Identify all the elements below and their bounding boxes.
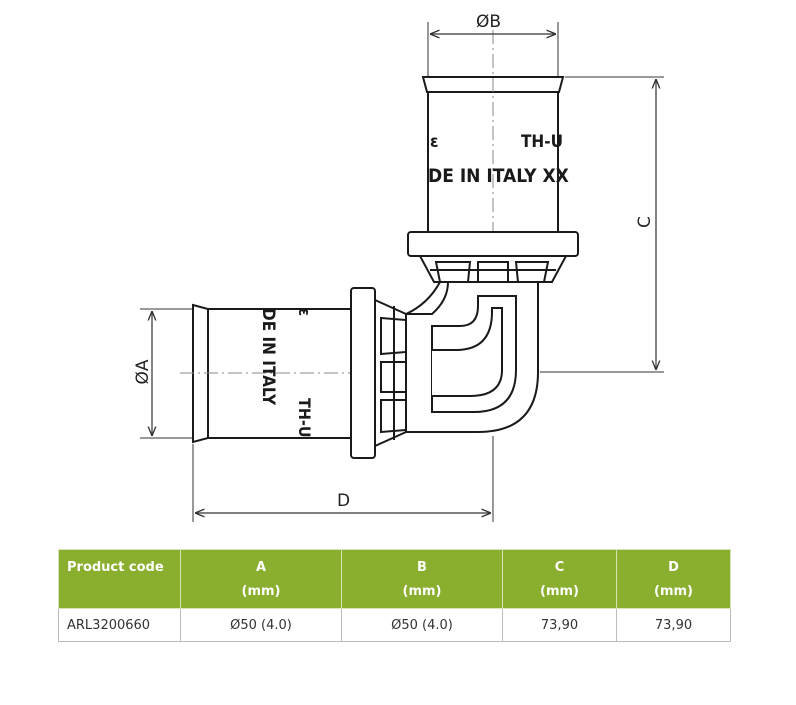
- pipe-print-h-line2: TH-U: [295, 398, 314, 438]
- cell-a: Ø50 (4.0): [180, 608, 342, 642]
- product-spec-table: Product code A (mm) B (mm) C (mm) D (mm)…: [58, 549, 731, 642]
- header-d: D (mm): [616, 549, 731, 609]
- horizontal-press-collar: [350, 287, 407, 459]
- dimension-d-label: D: [337, 491, 350, 511]
- horizontal-pipe-markings: DE IN ITALY TH-U ε: [258, 308, 314, 438]
- cell-d: 73,90: [616, 608, 731, 642]
- vertical-press-collar: [407, 231, 579, 283]
- dimension-a-label: ØA: [133, 359, 153, 384]
- pipe-print-fragment: ε: [430, 132, 439, 152]
- dimension-b-label: ØB: [476, 12, 501, 32]
- pipe-print-h-line1: DE IN ITALY: [258, 308, 278, 406]
- pipe-print-line1: TH-U: [521, 132, 563, 152]
- elbow-body: [405, 281, 539, 433]
- technical-drawing: TH-U ε DE IN ITALY XX DE IN ITALY TH-U ε: [133, 12, 664, 522]
- header-a: A (mm): [180, 549, 342, 609]
- pipe-print-line2: DE IN ITALY XX: [428, 165, 569, 187]
- table-row: ARL3200660 Ø50 (4.0) Ø50 (4.0) 73,90 73,…: [58, 608, 731, 642]
- dimension-b: ØB: [427, 12, 559, 76]
- dimension-c-label: C: [635, 216, 655, 228]
- table-header-row: Product code A (mm) B (mm) C (mm) D (mm): [58, 549, 731, 609]
- dimension-a: ØA: [133, 308, 192, 439]
- header-b: B (mm): [341, 549, 503, 609]
- dimension-d: D: [192, 436, 494, 522]
- header-c: C (mm): [502, 549, 617, 609]
- header-product-code: Product code: [58, 549, 181, 609]
- cell-c: 73,90: [502, 608, 617, 642]
- cell-b: Ø50 (4.0): [341, 608, 503, 642]
- vertical-pipe-markings: TH-U ε DE IN ITALY XX: [428, 132, 569, 187]
- dimension-c: C: [540, 76, 664, 373]
- pipe-print-h-fragment: ε: [295, 308, 314, 316]
- cell-product-code: ARL3200660: [58, 608, 181, 642]
